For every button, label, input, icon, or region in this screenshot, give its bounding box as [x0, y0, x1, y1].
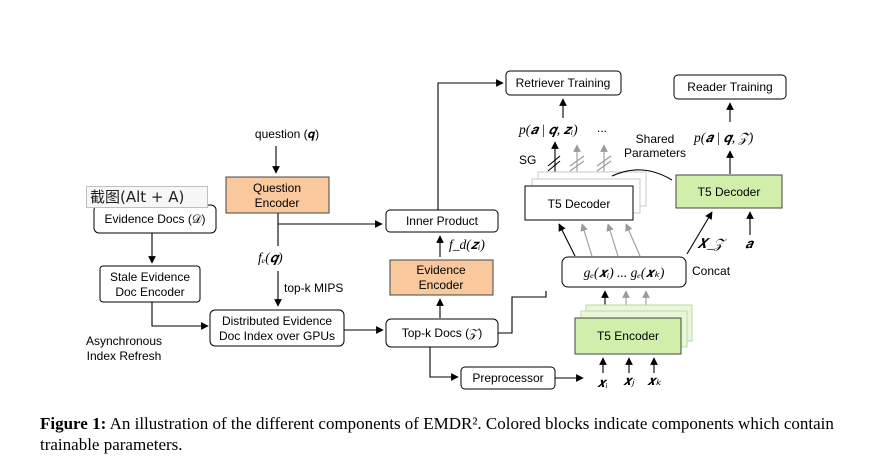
reader-training-label: Reader Training	[687, 80, 772, 94]
retriever-ellipsis: ...	[597, 121, 607, 135]
distributed-index-label-1: Distributed Evidence	[222, 314, 332, 328]
shared-label-2: Parameters	[624, 146, 686, 160]
topk-docs-label: Top-k Docs (𝒵)	[402, 326, 482, 340]
topk-mips-label: top-k MIPS	[284, 281, 343, 295]
fe-q-label: fₑ(𝒒)	[258, 250, 283, 265]
evidence-encoder-box	[389, 259, 494, 296]
t5-decoder-right-label: T5 Decoder	[698, 185, 761, 199]
caption-text: An illustration of the different compone…	[40, 414, 834, 454]
distributed-index-label-2: Doc Index over GPUs	[219, 329, 335, 343]
sg-mark-2	[569, 155, 585, 172]
inner-product-box	[385, 209, 499, 233]
t5-decoder-right-box	[675, 174, 783, 209]
question-encoder-label-2: Encoder	[255, 196, 300, 210]
xj-label: 𝒙ⱼ	[623, 373, 635, 388]
qenc-to-inner-arrow	[277, 213, 383, 228]
stale-encoder-box	[99, 265, 201, 303]
inner-product-label: Inner Product	[406, 214, 479, 228]
evidence-docs-label: Evidence Docs (𝒟)	[105, 212, 206, 226]
retriever-training-box	[505, 70, 622, 96]
ge-concat-label: gₑ(𝒙ᵢ) ... gₑ(𝒙ₖ)	[584, 265, 665, 280]
topk-to-concat-line	[498, 291, 547, 334]
concat-to-decoder-1	[558, 223, 576, 257]
reader-training-box	[673, 74, 787, 100]
t5-decoder-left-box	[524, 185, 634, 221]
shared-label-1: Shared	[636, 132, 675, 146]
xk-label: 𝒙ₖ	[647, 373, 662, 388]
concat-to-decoder-3	[606, 223, 619, 257]
fd-z-label: f_d(𝒛ᵢ)	[449, 237, 485, 252]
distributed-index-box	[209, 309, 345, 347]
p-reader-label: p(𝒂 | 𝒒, 𝒵)	[693, 130, 754, 145]
question-encoder-box	[225, 176, 330, 214]
sg-mark-3	[596, 155, 612, 172]
a-label: 𝒂	[745, 236, 755, 251]
async-label-1: Asynchronous	[86, 334, 162, 348]
p-retriever-label: p(𝒂 | 𝒒, 𝒛ᵢ)	[518, 122, 578, 137]
xz-arrow	[686, 211, 713, 255]
concat-box	[561, 256, 687, 288]
concat-label: Concat	[692, 264, 731, 278]
evidence-encoder-label-2: Encoder	[419, 278, 464, 292]
screenshot-tool-tooltip: 截图(Alt + A)	[86, 186, 208, 208]
caption-label: Figure 1:	[40, 414, 107, 433]
figure-caption: Figure 1: An illustration of the differe…	[40, 413, 855, 455]
concat-to-decoder-2	[580, 223, 593, 257]
question-label: question (𝒒)	[255, 127, 319, 141]
architecture-diagram: Evidence Docs (𝒟) Stale Evidence Doc Enc…	[86, 70, 787, 390]
sg-label: SG	[519, 153, 536, 167]
preprocessor-label: Preprocessor	[472, 371, 543, 385]
sg-mark-1	[547, 155, 561, 172]
concat-to-decoder-4	[625, 223, 641, 257]
t5-encoder-label: T5 Encoder	[597, 329, 659, 343]
xz-label: 𝑿_𝒵	[697, 236, 728, 251]
t5-encoder-box	[574, 317, 682, 355]
xi-label: 𝒙ᵢ	[597, 375, 608, 390]
stale-to-index-arrow	[151, 302, 209, 330]
stale-encoder-label-1: Stale Evidence	[110, 270, 190, 284]
t5-decoder-left-label: T5 Decoder	[548, 197, 611, 211]
async-label-2: Index Refresh	[87, 349, 162, 363]
stale-encoder-label-2: Doc Encoder	[115, 285, 184, 299]
inner-to-retriever-arrow	[437, 79, 504, 210]
topk-to-preproc-arrow	[429, 347, 459, 381]
evidence-encoder-label-1: Evidence	[416, 263, 466, 277]
shared-parameters-link	[611, 169, 673, 181]
retriever-training-label: Retriever Training	[516, 76, 611, 90]
question-encoder-label-1: Question	[253, 181, 301, 195]
